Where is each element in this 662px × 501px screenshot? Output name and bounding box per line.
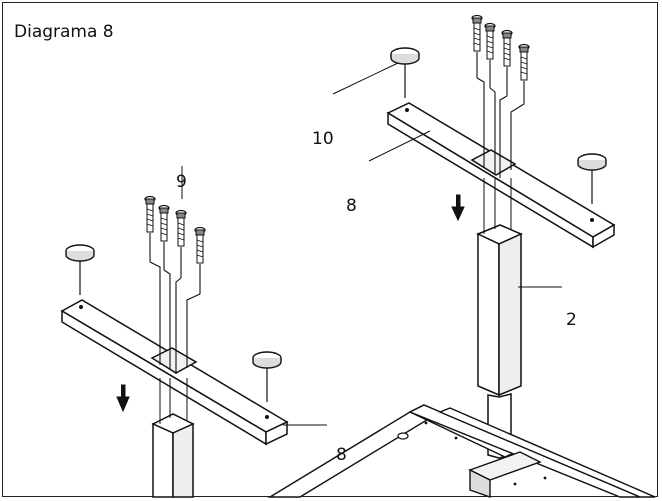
part-label-10: 10 <box>312 129 334 149</box>
right-foot-left <box>390 47 420 99</box>
left-foot-right <box>252 351 282 403</box>
right-foot-right <box>577 153 607 205</box>
part-label-8-top: 8 <box>346 196 357 216</box>
left-foot-bar <box>60 299 289 446</box>
left-foot-left <box>65 244 95 296</box>
base-frame <box>267 404 656 498</box>
left-screws <box>144 195 206 264</box>
right-screws <box>471 14 530 81</box>
part-label-8-bottom: 8 <box>336 445 347 465</box>
right-foot-bar <box>386 102 616 249</box>
arrow-down-icon <box>451 194 465 222</box>
part-label-9: 9 <box>176 172 187 192</box>
left-leg-post <box>151 413 195 498</box>
diagram-frame <box>2 2 658 497</box>
diagram-title: Diagrama 8 <box>14 22 114 42</box>
arrow-down-icon <box>116 384 130 413</box>
part-label-2: 2 <box>566 310 577 330</box>
